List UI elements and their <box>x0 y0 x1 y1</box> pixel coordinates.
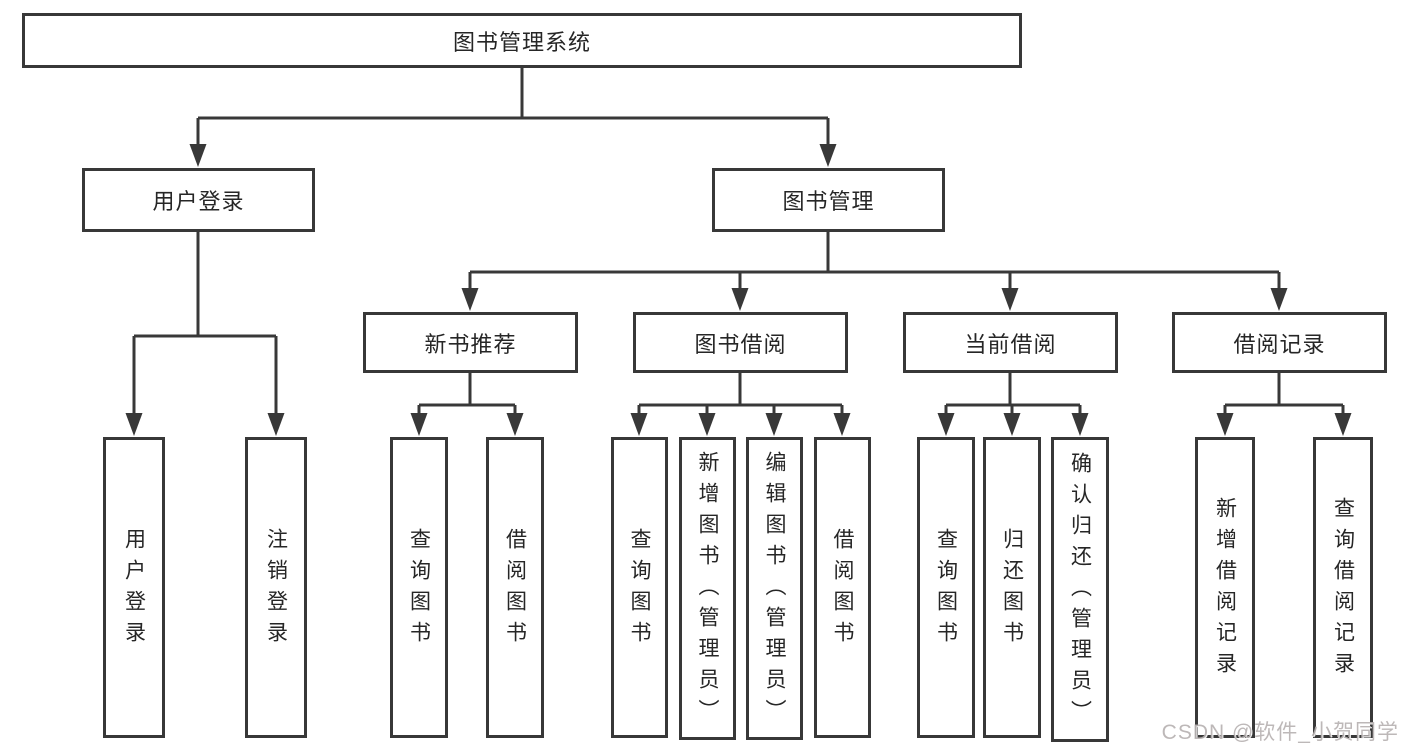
leaf-query-books-2: 查询图书 <box>611 437 668 738</box>
node-label: 用户登录 <box>152 189 245 214</box>
node-label: 图书借阅 <box>694 331 787 357</box>
leaf-label: 新增借阅记录 <box>1213 496 1237 683</box>
leaf-label: 确认归还（管理员） <box>1068 452 1092 731</box>
leaf-borrow-books-2: 借阅图书 <box>814 437 871 738</box>
node-current-borrowing: 当前借阅 <box>903 312 1118 373</box>
node-book-borrowing: 图书借阅 <box>633 312 848 373</box>
leaf-add-borrow-record: 新增借阅记录 <box>1195 437 1255 738</box>
node-label: 图书管理系统 <box>452 29 591 55</box>
node-label: 当前借阅 <box>964 331 1057 357</box>
leaf-add-books-admin: 新增图书（管理员） <box>679 437 736 740</box>
leaf-label: 查询借阅记录 <box>1331 496 1355 683</box>
leaf-label: 新增图书（管理员） <box>696 451 719 730</box>
node-library-management-system: 图书管理系统 <box>22 13 1022 68</box>
node-book-management-branch: 图书管理 <box>712 168 945 232</box>
leaf-query-books-3: 查询图书 <box>917 437 975 738</box>
leaf-label: 归还图书 <box>1000 527 1024 652</box>
leaf-logout: 注销登录 <box>245 437 307 738</box>
node-label: 新书推荐 <box>424 331 517 357</box>
node-user-login-branch: 用户登录 <box>82 168 315 232</box>
node-label: 图书管理 <box>782 189 875 214</box>
node-borrowing-records: 借阅记录 <box>1172 312 1387 373</box>
leaf-query-books-1: 查询图书 <box>390 437 448 738</box>
node-new-book-recommendation: 新书推荐 <box>363 312 578 373</box>
leaf-label: 查询图书 <box>407 527 431 652</box>
leaf-label: 查询图书 <box>628 527 651 652</box>
leaf-label: 编辑图书（管理员） <box>763 451 786 730</box>
leaf-label: 借阅图书 <box>831 527 854 652</box>
leaf-return-books: 归还图书 <box>983 437 1041 738</box>
leaf-label: 查询图书 <box>934 527 958 652</box>
leaf-edit-books-admin: 编辑图书（管理员） <box>746 437 803 740</box>
csdn-watermark: CSDN @软件_小贺同学 <box>1161 721 1399 744</box>
leaf-label: 用户登录 <box>122 527 146 652</box>
leaf-label: 注销登录 <box>264 527 288 652</box>
leaf-query-borrow-record: 查询借阅记录 <box>1313 437 1373 738</box>
node-label: 借阅记录 <box>1233 331 1326 357</box>
leaf-label: 借阅图书 <box>503 527 527 652</box>
leaf-user-login: 用户登录 <box>103 437 165 738</box>
leaf-borrow-books-1: 借阅图书 <box>486 437 544 738</box>
leaf-confirm-return-admin: 确认归还（管理员） <box>1051 437 1109 742</box>
